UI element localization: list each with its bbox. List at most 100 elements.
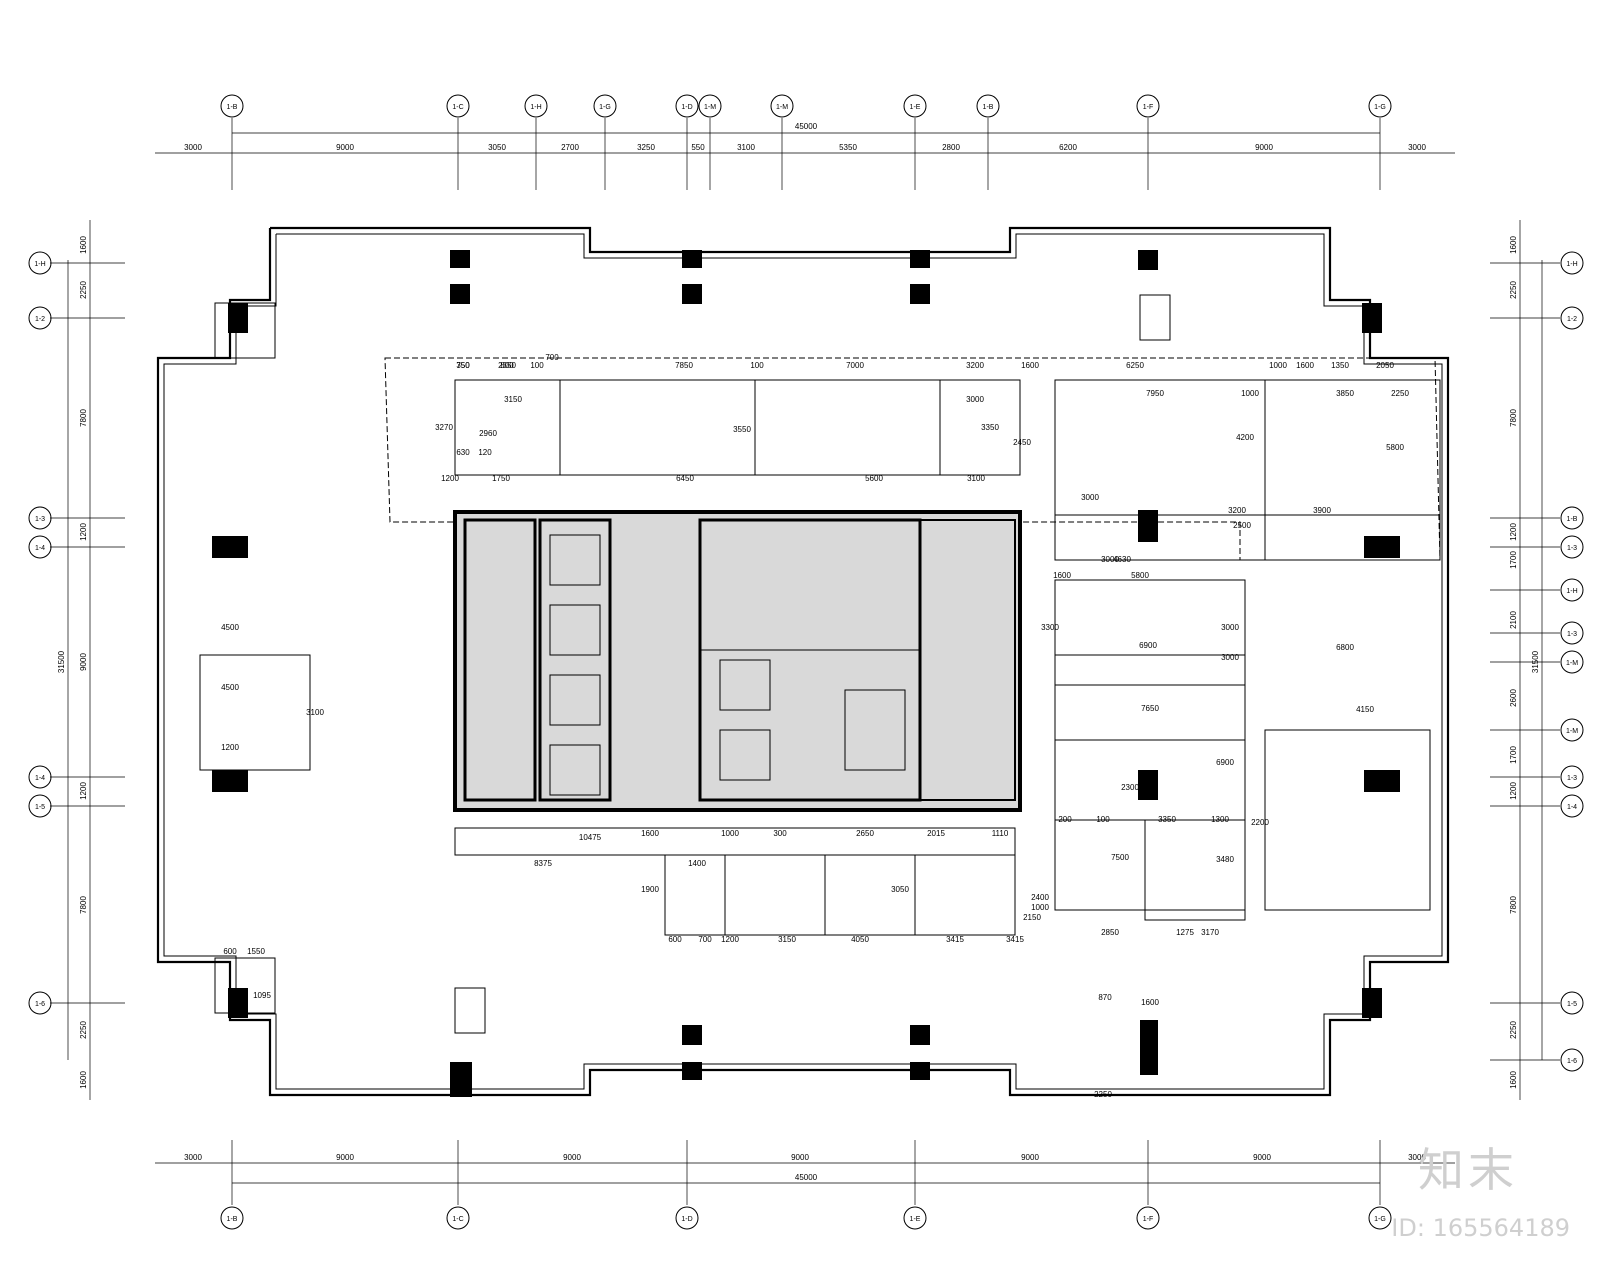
axis-bubble: 1-3 (1560, 535, 1584, 559)
axis-bubble: 1-B (220, 94, 244, 118)
dim-inner: 2300 (1121, 783, 1139, 792)
dim-inner: 1000 (721, 829, 739, 838)
axis-bubble-label: 1-M (704, 104, 716, 111)
axis-bubble-label: 1-5 (35, 804, 45, 811)
dim-inner: 1600 (1296, 361, 1314, 370)
axis-bubble-label: 1-4 (35, 775, 45, 782)
dim-right: 1700 (1509, 551, 1518, 569)
axis-bubble-circle (28, 765, 52, 789)
dim-inner: 870 (1098, 993, 1112, 1002)
axis-bubble-label: 1-E (910, 1216, 921, 1223)
dim-inner: 800 (500, 361, 514, 370)
dim-inner: 3100 (306, 708, 324, 717)
axis-bubble-label: 1-G (599, 104, 611, 111)
axis-bubble-label: 1-6 (35, 1001, 45, 1008)
axis-bubble-circle (1560, 306, 1584, 330)
axis-bubble-circle (1560, 251, 1584, 275)
dim-inner: 1200 (441, 474, 459, 483)
dim-right: 1700 (1509, 746, 1518, 764)
dim-total-left: 31500 (57, 650, 66, 673)
axis-bubble: 1-3 (28, 506, 52, 530)
dim-inner: 630 (456, 448, 470, 457)
dim-inner: 2250 (1391, 389, 1409, 398)
dim-left: 2250 (79, 281, 88, 299)
axis-bubble-circle (28, 306, 52, 330)
axis-bubble-circle (28, 991, 52, 1015)
dim-right: 2600 (1509, 689, 1518, 707)
dim-inner: 7650 (1141, 704, 1159, 713)
axis-bubble-circle (1136, 94, 1160, 118)
dim-inner: 3150 (778, 935, 796, 944)
dim-inner: 350 (456, 361, 470, 370)
dim-left: 7800 (79, 409, 88, 427)
dim-inner: 2450 (1013, 438, 1031, 447)
dim-inner: 3350 (1158, 815, 1176, 824)
axis-bubble-label: 1-2 (35, 316, 45, 323)
top-dimension-lines (67, 132, 1543, 1184)
dim-inner: 3200 (1228, 506, 1246, 515)
axis-bubble-circle (903, 94, 927, 118)
dim-inner: 600 (223, 947, 237, 956)
dim-inner: 1000 (1241, 389, 1259, 398)
building-core (453, 510, 1022, 812)
axis-bubble: 1-2 (1560, 306, 1584, 330)
axis-bubble-label: 1-B (227, 1216, 238, 1223)
axis-bubble-circle (220, 1206, 244, 1230)
axis-bubble-label: 1-3 (1567, 775, 1577, 782)
axis-bubble: 1-C (446, 1206, 470, 1230)
axis-bubble: 1-G (1368, 94, 1392, 118)
dim-inner: 2350 (498, 361, 516, 370)
axis-bubble-label: 1-3 (35, 516, 45, 523)
dim-top: 3000 (184, 143, 202, 152)
axis-bubble-circle (1560, 506, 1584, 530)
dim-right: 2100 (1509, 611, 1518, 629)
dim-inner: 6250 (1126, 361, 1144, 370)
dim-bottom: 9000 (1021, 1153, 1039, 1162)
axis-bubble-label: 1-3 (1567, 631, 1577, 638)
axis-bubble-circle (1560, 1048, 1584, 1072)
dim-inner: 3000 (966, 395, 984, 404)
dim-inner: 4630 (1113, 555, 1131, 564)
axis-bubble-circle (220, 94, 244, 118)
right-axis-grid: 1-H1-21-B1-31-H1-31-M1-M1-31-41-51-61600… (1490, 236, 1584, 1089)
axis-bubble: 1-6 (1560, 1048, 1584, 1072)
dim-inner: 3000 (1221, 623, 1239, 632)
dim-top: 9000 (336, 143, 354, 152)
dim-inner: 1600 (1053, 571, 1071, 580)
dim-inner: 1600 (641, 829, 659, 838)
dim-inner: 3550 (733, 425, 751, 434)
dim-inner: 1000 (1031, 903, 1049, 912)
axis-bubble-circle (698, 94, 722, 118)
dim-bottom: 9000 (563, 1153, 581, 1162)
dim-inner: 7850 (675, 361, 693, 370)
dim-inner: 1350 (1331, 361, 1349, 370)
dim-right: 1600 (1509, 236, 1518, 254)
dim-total-right: 31500 (1531, 650, 1540, 673)
dim-inner: 6900 (1139, 641, 1157, 650)
dim-inner: 3000 (1221, 653, 1239, 662)
dim-inner: 1300 (1211, 815, 1229, 824)
dim-top: 3100 (737, 143, 755, 152)
axis-bubble: 1-5 (1560, 991, 1584, 1015)
dim-inner: 2150 (1023, 913, 1041, 922)
dim-left: 1200 (79, 782, 88, 800)
dim-inner: 4150 (1356, 705, 1374, 714)
dim-inner: 3415 (946, 935, 964, 944)
axis-bubble-circle (903, 1206, 927, 1230)
axis-bubble-circle (28, 506, 52, 530)
axis-bubble-circle (1560, 650, 1584, 674)
axis-bubble-label: 1-E (910, 104, 921, 111)
dim-top: 9000 (1255, 143, 1273, 152)
axis-bubble-label: 1-H (1566, 588, 1577, 595)
axis-bubble-label: 1-H (530, 104, 541, 111)
axis-bubble-circle (1560, 794, 1584, 818)
dim-inner: 4500 (221, 623, 239, 632)
dim-inner: 2200 (1251, 818, 1269, 827)
dim-left: 1600 (79, 1071, 88, 1089)
axis-bubble-circle (976, 94, 1000, 118)
dim-left: 7800 (79, 896, 88, 914)
dim-inner: 100 (530, 361, 544, 370)
dim-inner: 1110 (992, 829, 1009, 838)
